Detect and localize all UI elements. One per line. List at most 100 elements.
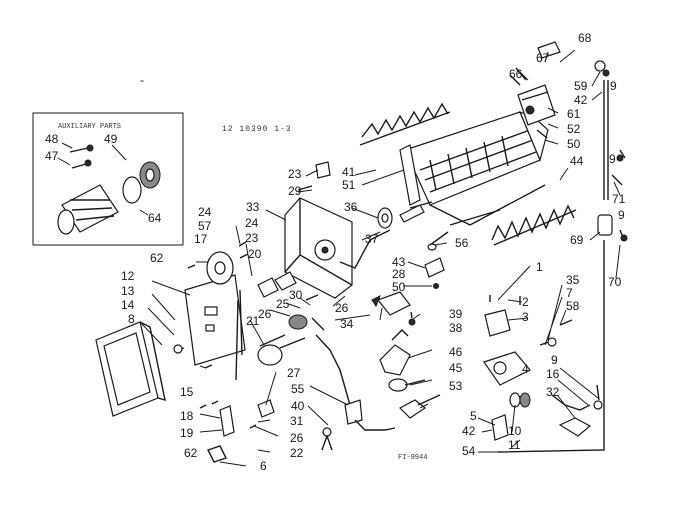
auxiliary-parts-inset: AUXILIARY PARTS: [32, 112, 184, 246]
callout-48: 48: [45, 132, 59, 146]
callout-32: 32: [546, 385, 560, 399]
ice-mold-assembly: [399, 110, 549, 226]
ejector-spring-top: [359, 102, 451, 146]
callout-68: 68: [578, 31, 592, 45]
callout-61: 61: [567, 107, 581, 121]
callout-17: 17: [194, 232, 208, 246]
callout-58: 58: [566, 299, 580, 313]
callout-28: 28: [392, 267, 406, 281]
callout-42b: 42: [462, 424, 476, 438]
callout-25: 25: [276, 297, 290, 311]
water-valve-parts: [371, 291, 441, 419]
callout-70: 70: [608, 275, 622, 289]
motor-housing: [284, 161, 391, 299]
callout-34: 34: [340, 317, 354, 331]
callout-59: 59: [574, 79, 588, 93]
callout-21: 21: [246, 314, 260, 328]
callout-10: 10: [508, 424, 522, 438]
callout-50b: 50: [567, 137, 581, 151]
callout-39: 39: [449, 307, 463, 321]
supply-line: [497, 80, 628, 453]
callout-9b: 9: [609, 152, 616, 166]
callout-47: 47: [45, 149, 59, 163]
inset-valve-part: [57, 161, 161, 235]
callout-26b: 26: [335, 301, 349, 315]
inset-screws: [69, 144, 94, 169]
motor: [257, 271, 325, 366]
callout-27: 27: [287, 366, 301, 380]
callout-45: 45: [449, 361, 463, 375]
callout-14: 14: [121, 298, 135, 312]
bearing-parts: [377, 201, 433, 229]
callout-7: 7: [566, 286, 573, 300]
callout-20: 20: [248, 247, 262, 261]
callout-6: 6: [260, 459, 267, 473]
callout-24a: 24: [198, 205, 212, 219]
callout-26a: 26: [258, 307, 272, 321]
callout-16: 16: [546, 367, 560, 381]
callout-69: 69: [570, 233, 584, 247]
callout-38: 38: [449, 321, 463, 335]
callout-64: 64: [148, 211, 162, 225]
lower-small-parts: [173, 344, 333, 463]
callout-62a: 62: [150, 251, 164, 265]
callout-71: 71: [612, 192, 626, 206]
header-code: 12 10390 1-3: [222, 125, 292, 134]
callout-43: 43: [392, 255, 406, 269]
fill-cup-parts: [509, 41, 610, 139]
callout-23b: 23: [245, 231, 259, 245]
callout-9c: 9: [618, 208, 625, 222]
callout-42a: 42: [574, 93, 588, 107]
callout-9d: 9: [551, 353, 558, 367]
callout-36: 36: [344, 200, 358, 214]
callout-19: 19: [180, 426, 194, 440]
callout-53: 53: [449, 379, 463, 393]
callout-66: 66: [509, 67, 523, 81]
mounting-plate: [184, 274, 246, 366]
callout-2: 2: [522, 295, 529, 309]
callout-labels: 48 49 47 64 41 51 23 29 33 36 24 57 17 2…: [45, 31, 626, 473]
callout-40: 40: [291, 399, 305, 413]
callout-67: 67: [536, 51, 550, 65]
inset-title: AUXILIARY PARTS: [58, 123, 121, 131]
callout-18: 18: [180, 409, 194, 423]
callout-12: 12: [121, 269, 135, 283]
callout-24b: 24: [245, 216, 259, 230]
callout-46: 46: [449, 345, 463, 359]
callout-23a: 23: [288, 167, 302, 181]
callout-5: 5: [470, 409, 477, 423]
callout-35: 35: [566, 273, 580, 287]
callout-29: 29: [288, 184, 302, 198]
leader-lines: [139, 49, 621, 467]
timing-gear: [187, 241, 249, 285]
ejector-spring-right: [491, 204, 577, 246]
callout-11: 11: [508, 438, 521, 452]
callout-22: 22: [290, 446, 304, 460]
callout-51: 51: [342, 178, 356, 192]
fill-tube: [551, 384, 603, 437]
callout-54: 54: [462, 444, 476, 458]
callout-8: 8: [128, 312, 135, 326]
callout-57: 57: [198, 219, 212, 233]
shut-off-arm: [424, 209, 501, 289]
front-cover: [95, 321, 166, 417]
callout-26c: 26: [290, 431, 304, 445]
callout-31: 31: [290, 414, 304, 428]
callout-4: 4: [522, 362, 529, 376]
callout-33: 33: [246, 200, 260, 214]
callout-55: 55: [291, 382, 305, 396]
callout-3: 3: [522, 310, 529, 324]
stray-mark: -: [140, 73, 144, 87]
callout-30: 30: [289, 288, 303, 302]
callout-9a: 9: [610, 79, 617, 93]
callout-41: 41: [342, 165, 356, 179]
callout-50a: 50: [392, 280, 406, 294]
callout-15: 15: [180, 385, 194, 399]
callout-56: 56: [455, 236, 469, 250]
callout-1: 1: [536, 260, 543, 274]
callout-44: 44: [570, 154, 584, 168]
callout-52: 52: [567, 122, 581, 136]
callout-62b: 62: [184, 446, 198, 460]
callout-13: 13: [121, 284, 135, 298]
